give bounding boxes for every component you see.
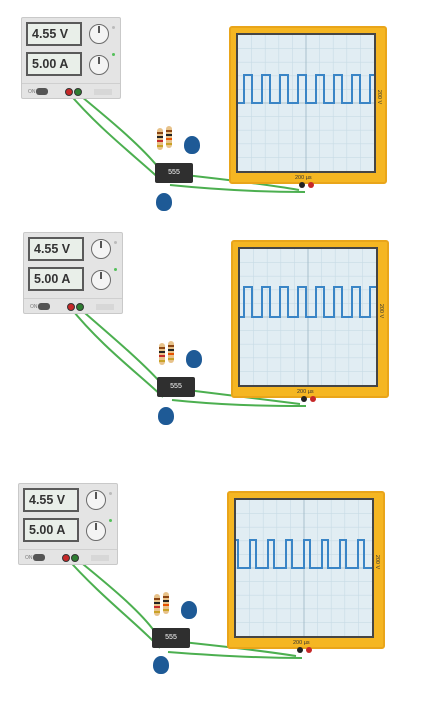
chip-label: 555 — [165, 634, 177, 641]
psu-bottom-panel: ON — [24, 298, 122, 313]
resistor-2[interactable] — [166, 126, 172, 148]
wire-out-3[interactable] — [181, 641, 297, 657]
probe-signal[interactable] — [310, 396, 316, 402]
wire-scope-1[interactable] — [169, 184, 306, 193]
scope-grid-trace — [240, 249, 376, 385]
wire-psu-neg-3[interactable] — [64, 555, 161, 649]
capacitor-top[interactable] — [181, 601, 197, 619]
power-supply[interactable]: 4.55 V 5.00 A ON — [21, 17, 121, 99]
waveform-trace — [238, 74, 374, 104]
psu-logo — [94, 89, 112, 95]
waveform-trace — [236, 539, 372, 569]
wire-psu-neg-2[interactable] — [69, 306, 164, 398]
capacitor-bottom[interactable] — [156, 193, 172, 211]
voltage-knob[interactable] — [91, 239, 111, 259]
wire-psu-pos-2[interactable] — [77, 306, 161, 383]
power-switch[interactable] — [36, 88, 48, 95]
volts-per-div-label: 200 V — [377, 303, 384, 319]
probe-ground[interactable] — [301, 396, 307, 402]
current-display: 5.00 A — [26, 52, 82, 76]
positive-terminal[interactable] — [76, 303, 84, 311]
capacitor-top[interactable] — [184, 136, 200, 154]
cc-led-indicator — [109, 519, 112, 522]
resistor-1[interactable] — [159, 343, 165, 365]
current-knob[interactable] — [86, 521, 106, 541]
resistor-1[interactable] — [154, 594, 160, 616]
wire-psu-pos-1[interactable] — [75, 91, 159, 168]
psu-logo — [96, 304, 114, 310]
oscilloscope[interactable]: 200 V 200 µs — [229, 26, 387, 188]
circuit-2: 4.55 V 5.00 A ON 555 — [0, 215, 429, 425]
current-display: 5.00 A — [23, 518, 79, 542]
psu-bottom-panel: ON — [22, 83, 120, 98]
voltage-display: 4.55 V — [28, 237, 84, 261]
current-knob[interactable] — [91, 270, 111, 290]
power-supply[interactable]: 4.55 V 5.00 A ON — [23, 232, 123, 314]
scope-screen — [234, 498, 374, 638]
current-knob[interactable] — [89, 55, 109, 75]
psu-bottom-panel: ON — [19, 549, 117, 564]
negative-terminal[interactable] — [65, 88, 73, 96]
indicator-dot — [114, 241, 117, 244]
cc-led-indicator — [112, 53, 115, 56]
waveform-trace — [240, 286, 376, 318]
chip-label: 555 — [168, 169, 180, 176]
current-display: 5.00 A — [28, 267, 84, 291]
switch-label: ON — [25, 555, 33, 561]
timer-555-chip[interactable]: 555 — [155, 163, 193, 183]
scope-grid-trace — [236, 500, 372, 636]
negative-terminal[interactable] — [62, 554, 70, 562]
timer-555-chip[interactable]: 555 — [152, 628, 190, 648]
scope-screen — [238, 247, 378, 387]
time-per-div-label: 200 µs — [297, 389, 314, 395]
power-switch[interactable] — [38, 303, 50, 310]
circuit-1: 4.55 V 5.00 A ON 555 — [0, 0, 429, 211]
resistor-1[interactable] — [157, 128, 163, 150]
voltage-knob[interactable] — [86, 490, 106, 510]
switch-label: ON — [30, 304, 38, 310]
oscilloscope[interactable]: 200 V 200 µs — [227, 491, 385, 653]
wires-1 — [67, 91, 306, 193]
switch-label: ON — [28, 89, 36, 95]
volts-per-div-label: 200 V — [375, 89, 382, 105]
wire-psu-pos-3[interactable] — [72, 555, 156, 633]
voltage-display: 4.55 V — [26, 22, 82, 46]
circuit-3: 4.55 V 5.00 A ON 555 — [0, 466, 429, 674]
scope-screen — [236, 33, 376, 173]
probe-signal[interactable] — [306, 647, 312, 653]
indicator-dot — [112, 26, 115, 29]
negative-terminal[interactable] — [67, 303, 75, 311]
wire-psu-neg-1[interactable] — [67, 91, 164, 183]
probe-ground[interactable] — [297, 647, 303, 653]
probe-ground[interactable] — [299, 182, 305, 188]
capacitor-bottom[interactable] — [153, 656, 169, 674]
resistor-2[interactable] — [168, 341, 174, 363]
wire-scope-2[interactable] — [171, 399, 307, 407]
psu-logo — [91, 555, 109, 561]
power-supply[interactable]: 4.55 V 5.00 A ON — [18, 483, 118, 565]
voltage-display: 4.55 V — [23, 488, 79, 512]
voltage-knob[interactable] — [89, 24, 109, 44]
positive-terminal[interactable] — [71, 554, 79, 562]
wire-scope-3[interactable] — [167, 651, 303, 659]
oscilloscope[interactable]: 200 V 200 µs — [231, 240, 389, 402]
timer-555-chip[interactable]: 555 — [157, 377, 195, 397]
cc-led-indicator — [114, 268, 117, 271]
volts-per-div-label: 200 V — [373, 554, 380, 570]
scope-grid-trace — [238, 35, 374, 171]
time-per-div-label: 200 µs — [293, 640, 310, 646]
capacitor-top[interactable] — [186, 350, 202, 368]
time-per-div-label: 200 µs — [295, 175, 312, 181]
capacitor-bottom[interactable] — [158, 407, 174, 425]
probe-signal[interactable] — [308, 182, 314, 188]
indicator-dot — [109, 492, 112, 495]
chip-label: 555 — [170, 383, 182, 390]
positive-terminal[interactable] — [74, 88, 82, 96]
power-switch[interactable] — [33, 554, 45, 561]
resistor-2[interactable] — [163, 592, 169, 614]
